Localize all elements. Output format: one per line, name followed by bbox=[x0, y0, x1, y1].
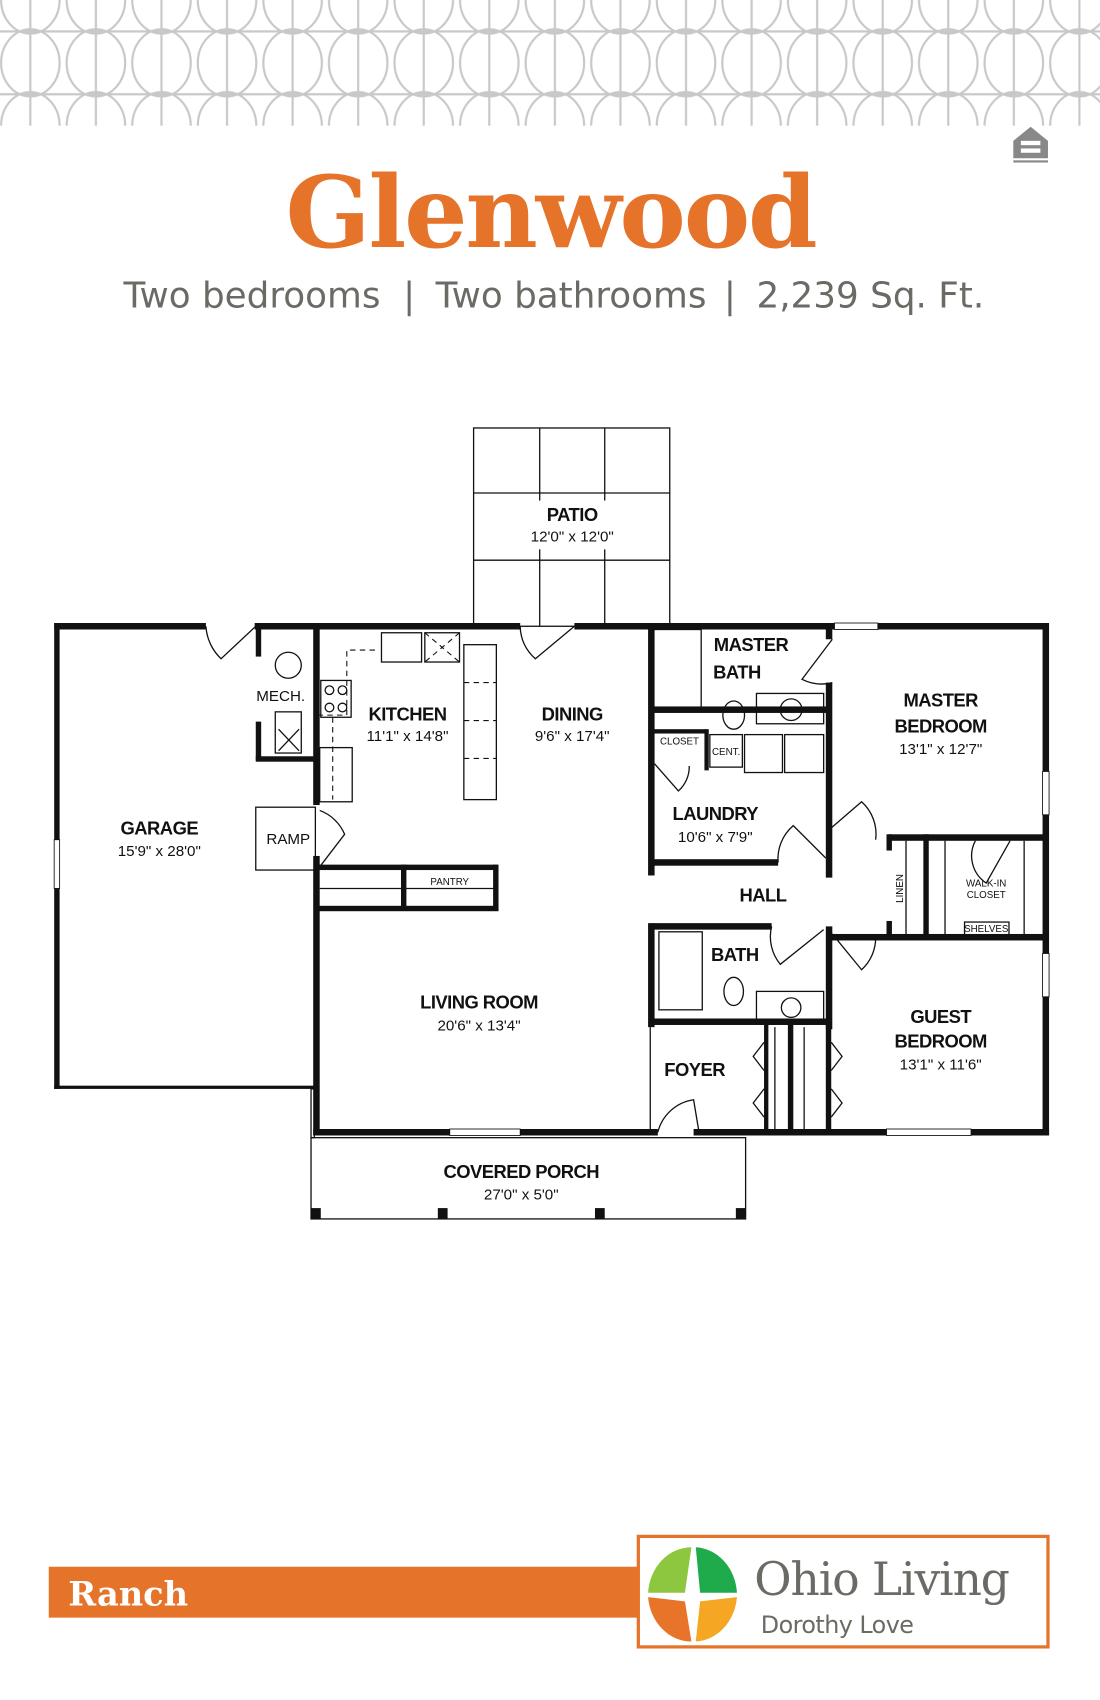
room-size-master-bedroom: 13'1" x 12'7" bbox=[899, 741, 982, 758]
floor-plan: PATIO 12'0" x 12'0" GARAGE 15'9" x 28'0"… bbox=[53, 427, 1050, 1220]
room-label-patio: PATIO bbox=[547, 504, 598, 525]
room-label-master-bedroom: BEDROOM bbox=[895, 715, 988, 736]
garage-door-swing bbox=[205, 625, 257, 660]
room-label-walk-in-closet: CLOSET bbox=[967, 890, 1006, 901]
spec-bedrooms: Two bedrooms bbox=[123, 276, 381, 317]
room-label-cent: CENT. bbox=[712, 747, 740, 758]
room-label-master-bedroom: MASTER bbox=[903, 689, 978, 710]
room-label-ramp: RAMP bbox=[266, 831, 310, 848]
room-label-bath: BATH bbox=[711, 944, 759, 965]
room-label-kitchen: KITCHEN bbox=[368, 704, 446, 725]
logo-mark-icon bbox=[648, 1547, 737, 1642]
room-label-dining: DINING bbox=[542, 704, 603, 725]
logo-community: Dorothy Love bbox=[761, 1611, 914, 1639]
decorative-pattern-banner bbox=[0, 0, 1100, 126]
spec-square-feet: 2,239 Sq. Ft. bbox=[756, 276, 984, 317]
room-label-covered-porch: COVERED PORCH bbox=[443, 1161, 599, 1182]
specs-line: Two bedrooms | Two bathrooms | 2,239 Sq.… bbox=[123, 276, 985, 317]
room-size-covered-porch: 27'0" x 5'0" bbox=[484, 1186, 559, 1203]
page-title: Glenwood bbox=[285, 153, 816, 271]
ohio-living-logo: Ohio Living Dorothy Love bbox=[636, 1534, 1050, 1649]
room-size-kitchen: 11'1" x 14'8" bbox=[366, 728, 448, 745]
style-banner bbox=[48, 1566, 640, 1618]
front-door-swing bbox=[657, 1099, 700, 1133]
dining-door-swing bbox=[519, 625, 575, 660]
style-label: Ranch bbox=[68, 1574, 188, 1614]
room-label-pantry: PANTRY bbox=[430, 877, 469, 888]
room-label-closet: CLOSET bbox=[660, 736, 699, 747]
spec-separator: | bbox=[724, 276, 736, 317]
shelves-label: SHELVES bbox=[964, 924, 1009, 935]
spec-bathrooms: Two bathrooms bbox=[435, 276, 707, 317]
room-label-linen: LINEN bbox=[895, 874, 906, 903]
room-size-guest-bedroom: 13'1" x 11'6" bbox=[900, 1056, 982, 1073]
room-label-laundry: LAUNDRY bbox=[673, 803, 759, 824]
room-label-garage: GARAGE bbox=[121, 817, 199, 838]
room-label-guest-bedroom: BEDROOM bbox=[895, 1031, 988, 1052]
spec-separator: | bbox=[403, 276, 415, 317]
room-label-hall: HALL bbox=[739, 884, 786, 905]
room-label-living-room: LIVING ROOM bbox=[420, 992, 538, 1013]
ramp bbox=[255, 806, 317, 871]
room-label-walk-in-closet: WALK-IN bbox=[966, 878, 1006, 889]
room-size-laundry: 10'6" x 7'9" bbox=[678, 829, 753, 846]
kitchen-fixtures bbox=[317, 632, 498, 803]
room-size-living-room: 20'6" x 13'4" bbox=[437, 1017, 520, 1034]
room-label-master-bath: BATH bbox=[713, 661, 761, 682]
room-label-master-bath: MASTER bbox=[714, 634, 789, 655]
room-size-patio: 12'0" x 12'0" bbox=[531, 529, 614, 546]
room-size-dining: 9'6" x 17'4" bbox=[535, 728, 610, 745]
covered-porch bbox=[310, 1137, 747, 1220]
room-size-garage: 15'9" x 28'0" bbox=[118, 843, 201, 860]
room-label-foyer: FOYER bbox=[664, 1059, 725, 1080]
room-label-mech: MECH. bbox=[256, 688, 305, 705]
equal-housing-opportunity-icon bbox=[1013, 126, 1048, 163]
patio bbox=[472, 427, 671, 627]
room-label-guest-bedroom: GUEST bbox=[910, 1006, 972, 1027]
logo-brand: Ohio Living bbox=[754, 1553, 1009, 1606]
